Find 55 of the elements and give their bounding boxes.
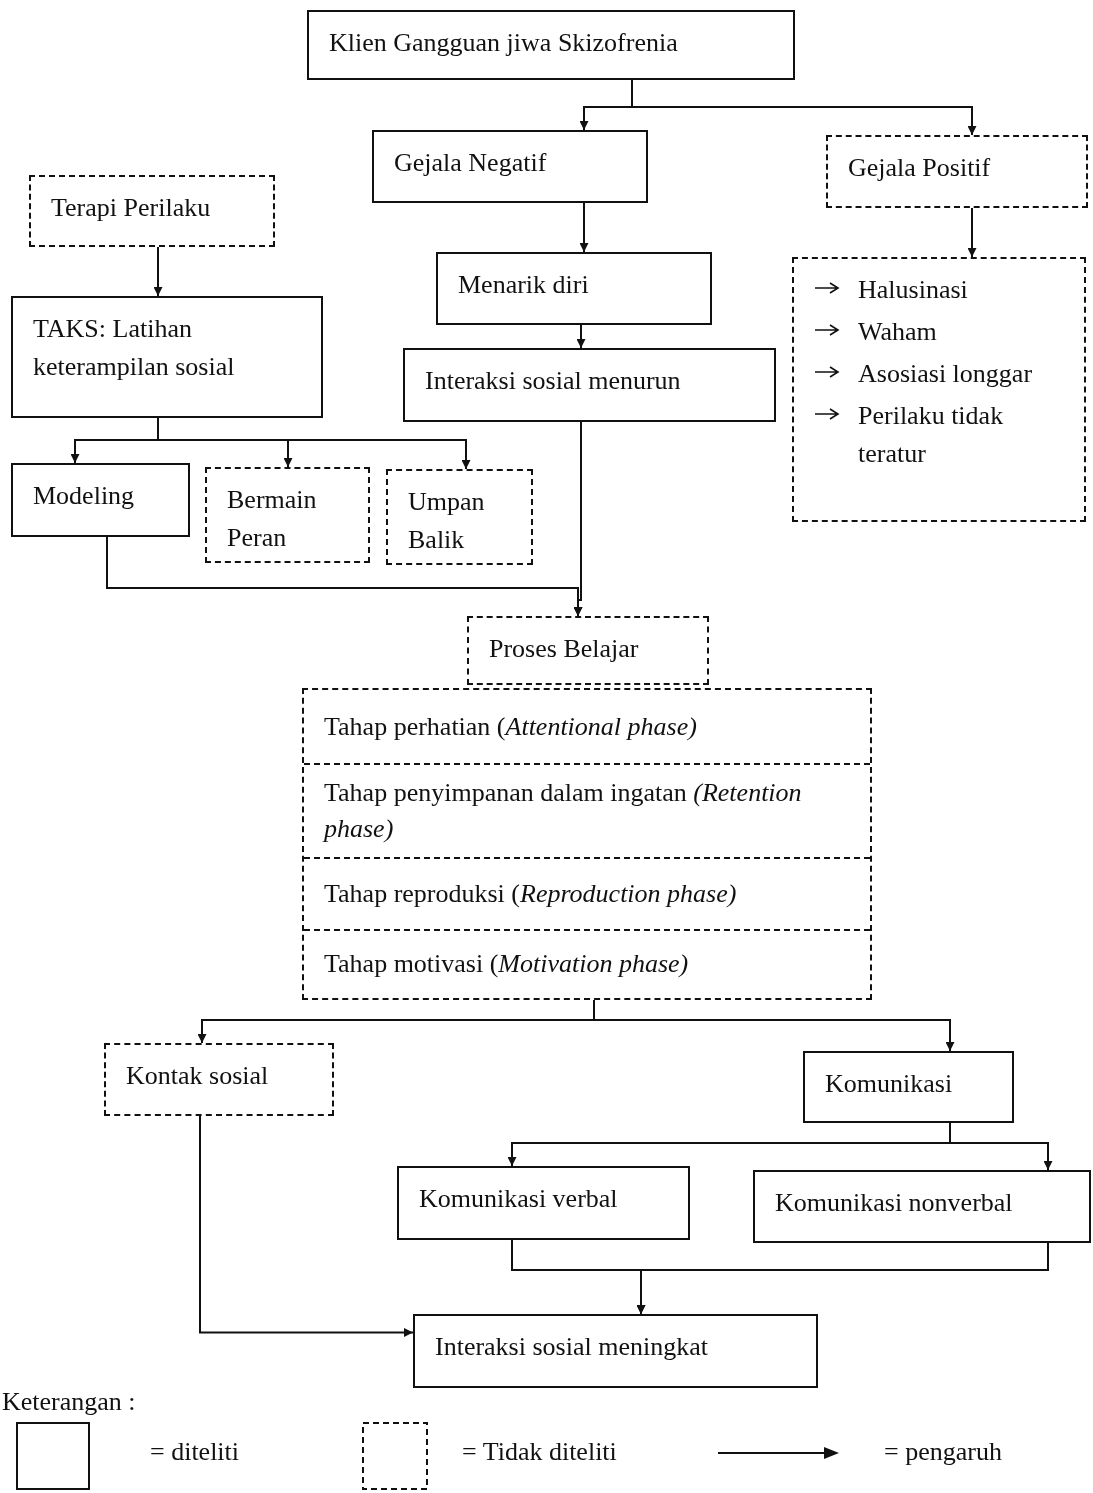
node-label: Waham — [858, 316, 938, 348]
dashed-box — [104, 1043, 334, 1116]
node-label: Bermain Peran — [227, 484, 318, 554]
process-box — [403, 348, 776, 422]
node-label: Komunikasi nonverbal — [775, 1187, 1013, 1219]
arrow — [573, 421, 583, 617]
dashed-box — [29, 175, 275, 247]
dashed-box — [467, 616, 709, 685]
legend-label: = Tidak diteliti — [462, 1436, 617, 1468]
process-box — [436, 252, 712, 325]
legend-label: = diteliti — [150, 1436, 240, 1468]
arrow — [967, 207, 977, 258]
node-label: Komunikasi — [825, 1068, 953, 1100]
process-box — [11, 296, 323, 418]
legend-label: = pengaruh — [884, 1436, 1002, 1468]
node-label: TAKS: Latihan keterampilan sosial — [33, 313, 236, 383]
arrow — [157, 417, 471, 470]
node-label: Asosiasi longgar — [858, 358, 1034, 390]
node-label: Tahap reproduksi (Reproduction phase) — [324, 877, 737, 910]
node-label: Halusinasi — [858, 274, 969, 306]
node-label: Klien Gangguan jiwa Skizofrenia — [329, 27, 678, 59]
dashed-box — [386, 469, 533, 565]
node-label: Komunikasi verbal — [419, 1183, 618, 1215]
node-label: Gejala Positif — [848, 152, 991, 184]
process-box — [372, 130, 648, 203]
node-label: Terapi Perilaku — [51, 192, 211, 224]
arrow — [199, 1115, 414, 1337]
symptom-list-box — [792, 257, 1086, 522]
process-box — [413, 1314, 818, 1388]
node-label: Tahap motivasi (Motivation phase) — [324, 948, 689, 981]
arrow — [636, 1242, 1049, 1315]
node-label: Menarik diri — [458, 269, 589, 301]
node-label: Gejala Negatif — [394, 147, 547, 179]
node-label: Perilaku tidak teratur — [858, 400, 1005, 470]
arrow — [579, 202, 589, 253]
node-label: Interaksi sosial meningkat — [435, 1331, 708, 1363]
process-box — [11, 463, 190, 537]
dashed-box — [205, 467, 370, 563]
arrow — [576, 324, 586, 349]
process-box — [753, 1170, 1091, 1243]
node-label: Interaksi sosial menurun — [425, 365, 681, 397]
legend-heading: Keterangan : — [2, 1386, 136, 1418]
node-label: Tahap penyimpanan dalam ingatan (Retention phase) — [324, 776, 803, 845]
process-box — [307, 10, 795, 80]
arrow — [949, 1122, 1053, 1171]
node-label: Modeling — [33, 480, 135, 512]
dashed-box — [826, 135, 1088, 208]
process-box — [803, 1051, 1014, 1123]
arrow — [153, 246, 163, 297]
node-label: Kontak sosial — [126, 1060, 269, 1092]
node-label: Proses Belajar — [489, 633, 639, 665]
node-label: Umpan Balik — [408, 486, 486, 556]
phase-container — [302, 688, 872, 1000]
node-label: Tahap perhatian (Attentional phase) — [324, 710, 697, 743]
process-box — [397, 1166, 690, 1240]
